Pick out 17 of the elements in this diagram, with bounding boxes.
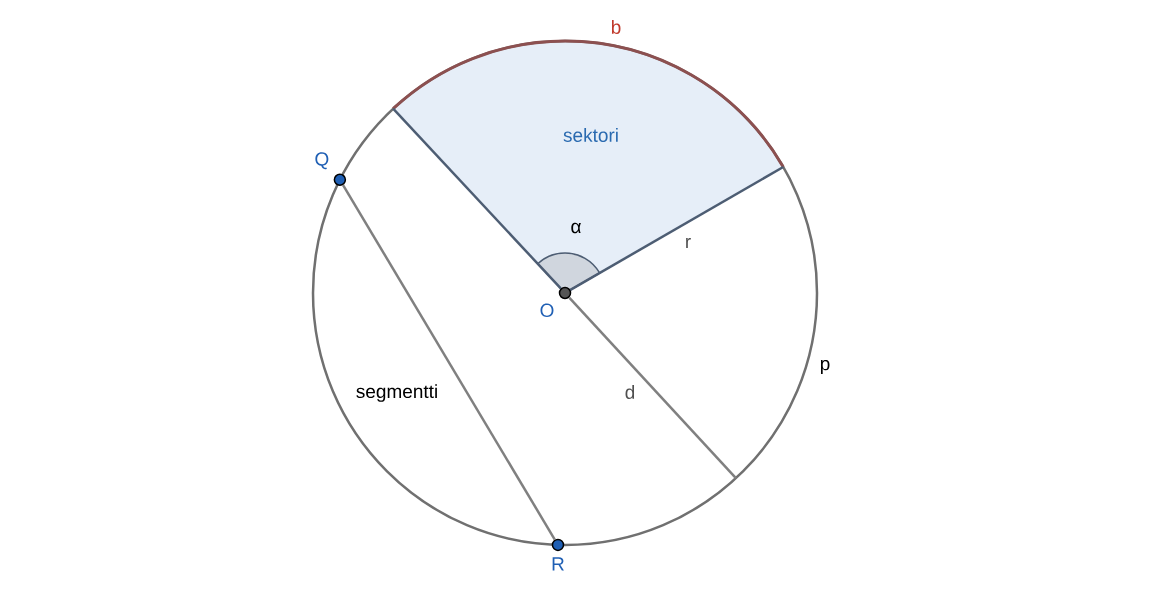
line	[342, 184, 556, 541]
point: Q	[315, 152, 347, 186]
line	[392, 107, 562, 290]
point: O	[540, 286, 572, 318]
edge-label: d	[625, 385, 635, 399]
label: α	[571, 222, 581, 234]
node-label: Q	[315, 152, 329, 170]
node-label: R	[552, 557, 564, 571]
node-label: O	[540, 303, 554, 318]
line	[568, 296, 737, 480]
label: b	[611, 20, 621, 34]
line	[569, 165, 784, 291]
label: segmentti	[356, 384, 437, 402]
point: R	[551, 538, 565, 571]
edge-label: r	[686, 237, 691, 249]
label: sektori	[563, 128, 618, 142]
label: p	[820, 359, 830, 375]
